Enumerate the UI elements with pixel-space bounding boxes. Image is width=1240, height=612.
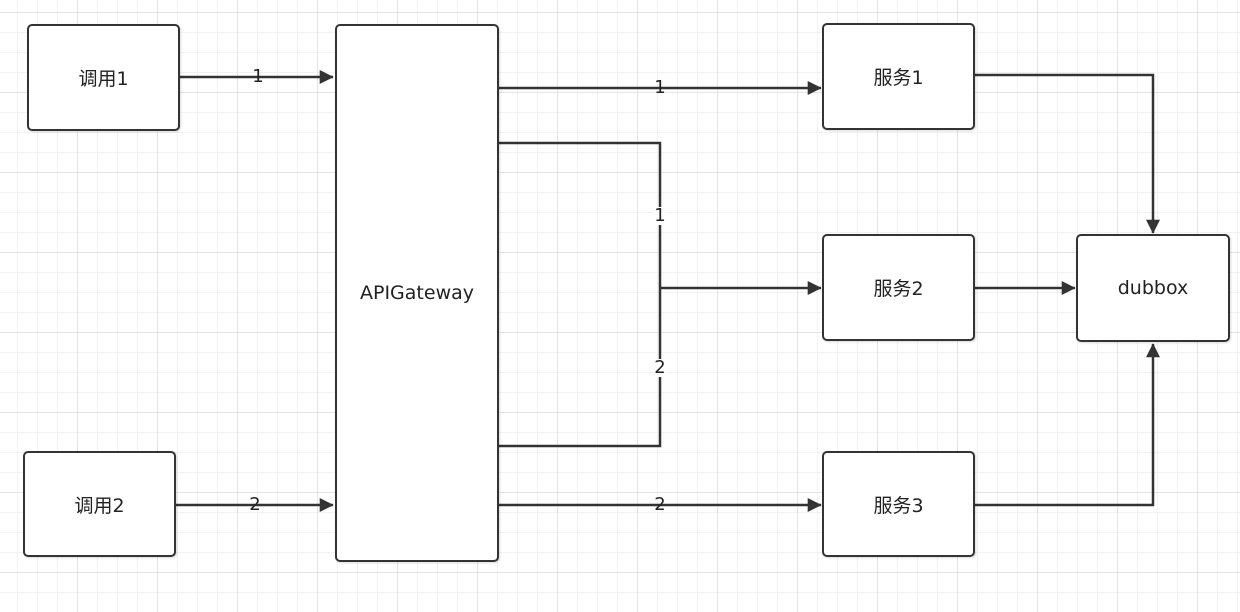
node-call1[interactable]: 调用1: [27, 24, 180, 131]
label-call2-to-gateway: 2: [249, 494, 261, 515]
edge-gateway-to-service2-upper[interactable]: [498, 141, 662, 288]
edge-service1-to-dubbox[interactable]: [975, 73, 1160, 234]
label-gateway-to-service2-upper: 1: [653, 205, 667, 226]
node-call2[interactable]: 调用2: [23, 451, 176, 557]
node-dubbox[interactable]: dubbox: [1076, 234, 1230, 342]
node-service1[interactable]: 服务1: [822, 23, 975, 130]
node-service2[interactable]: 服务2: [822, 234, 975, 341]
edge-gateway-to-service2-lower[interactable]: [498, 288, 662, 448]
label-call1-to-gateway: 1: [252, 66, 264, 87]
node-service3[interactable]: 服务3: [822, 451, 975, 557]
node-api-gateway[interactable]: APIGateway: [335, 24, 499, 562]
label-gateway-to-service3: 2: [654, 494, 666, 515]
edge-service3-to-dubbox[interactable]: [975, 343, 1160, 507]
label-gateway-to-service1: 1: [654, 77, 666, 98]
label-gateway-to-service2-lower: 2: [653, 357, 667, 378]
